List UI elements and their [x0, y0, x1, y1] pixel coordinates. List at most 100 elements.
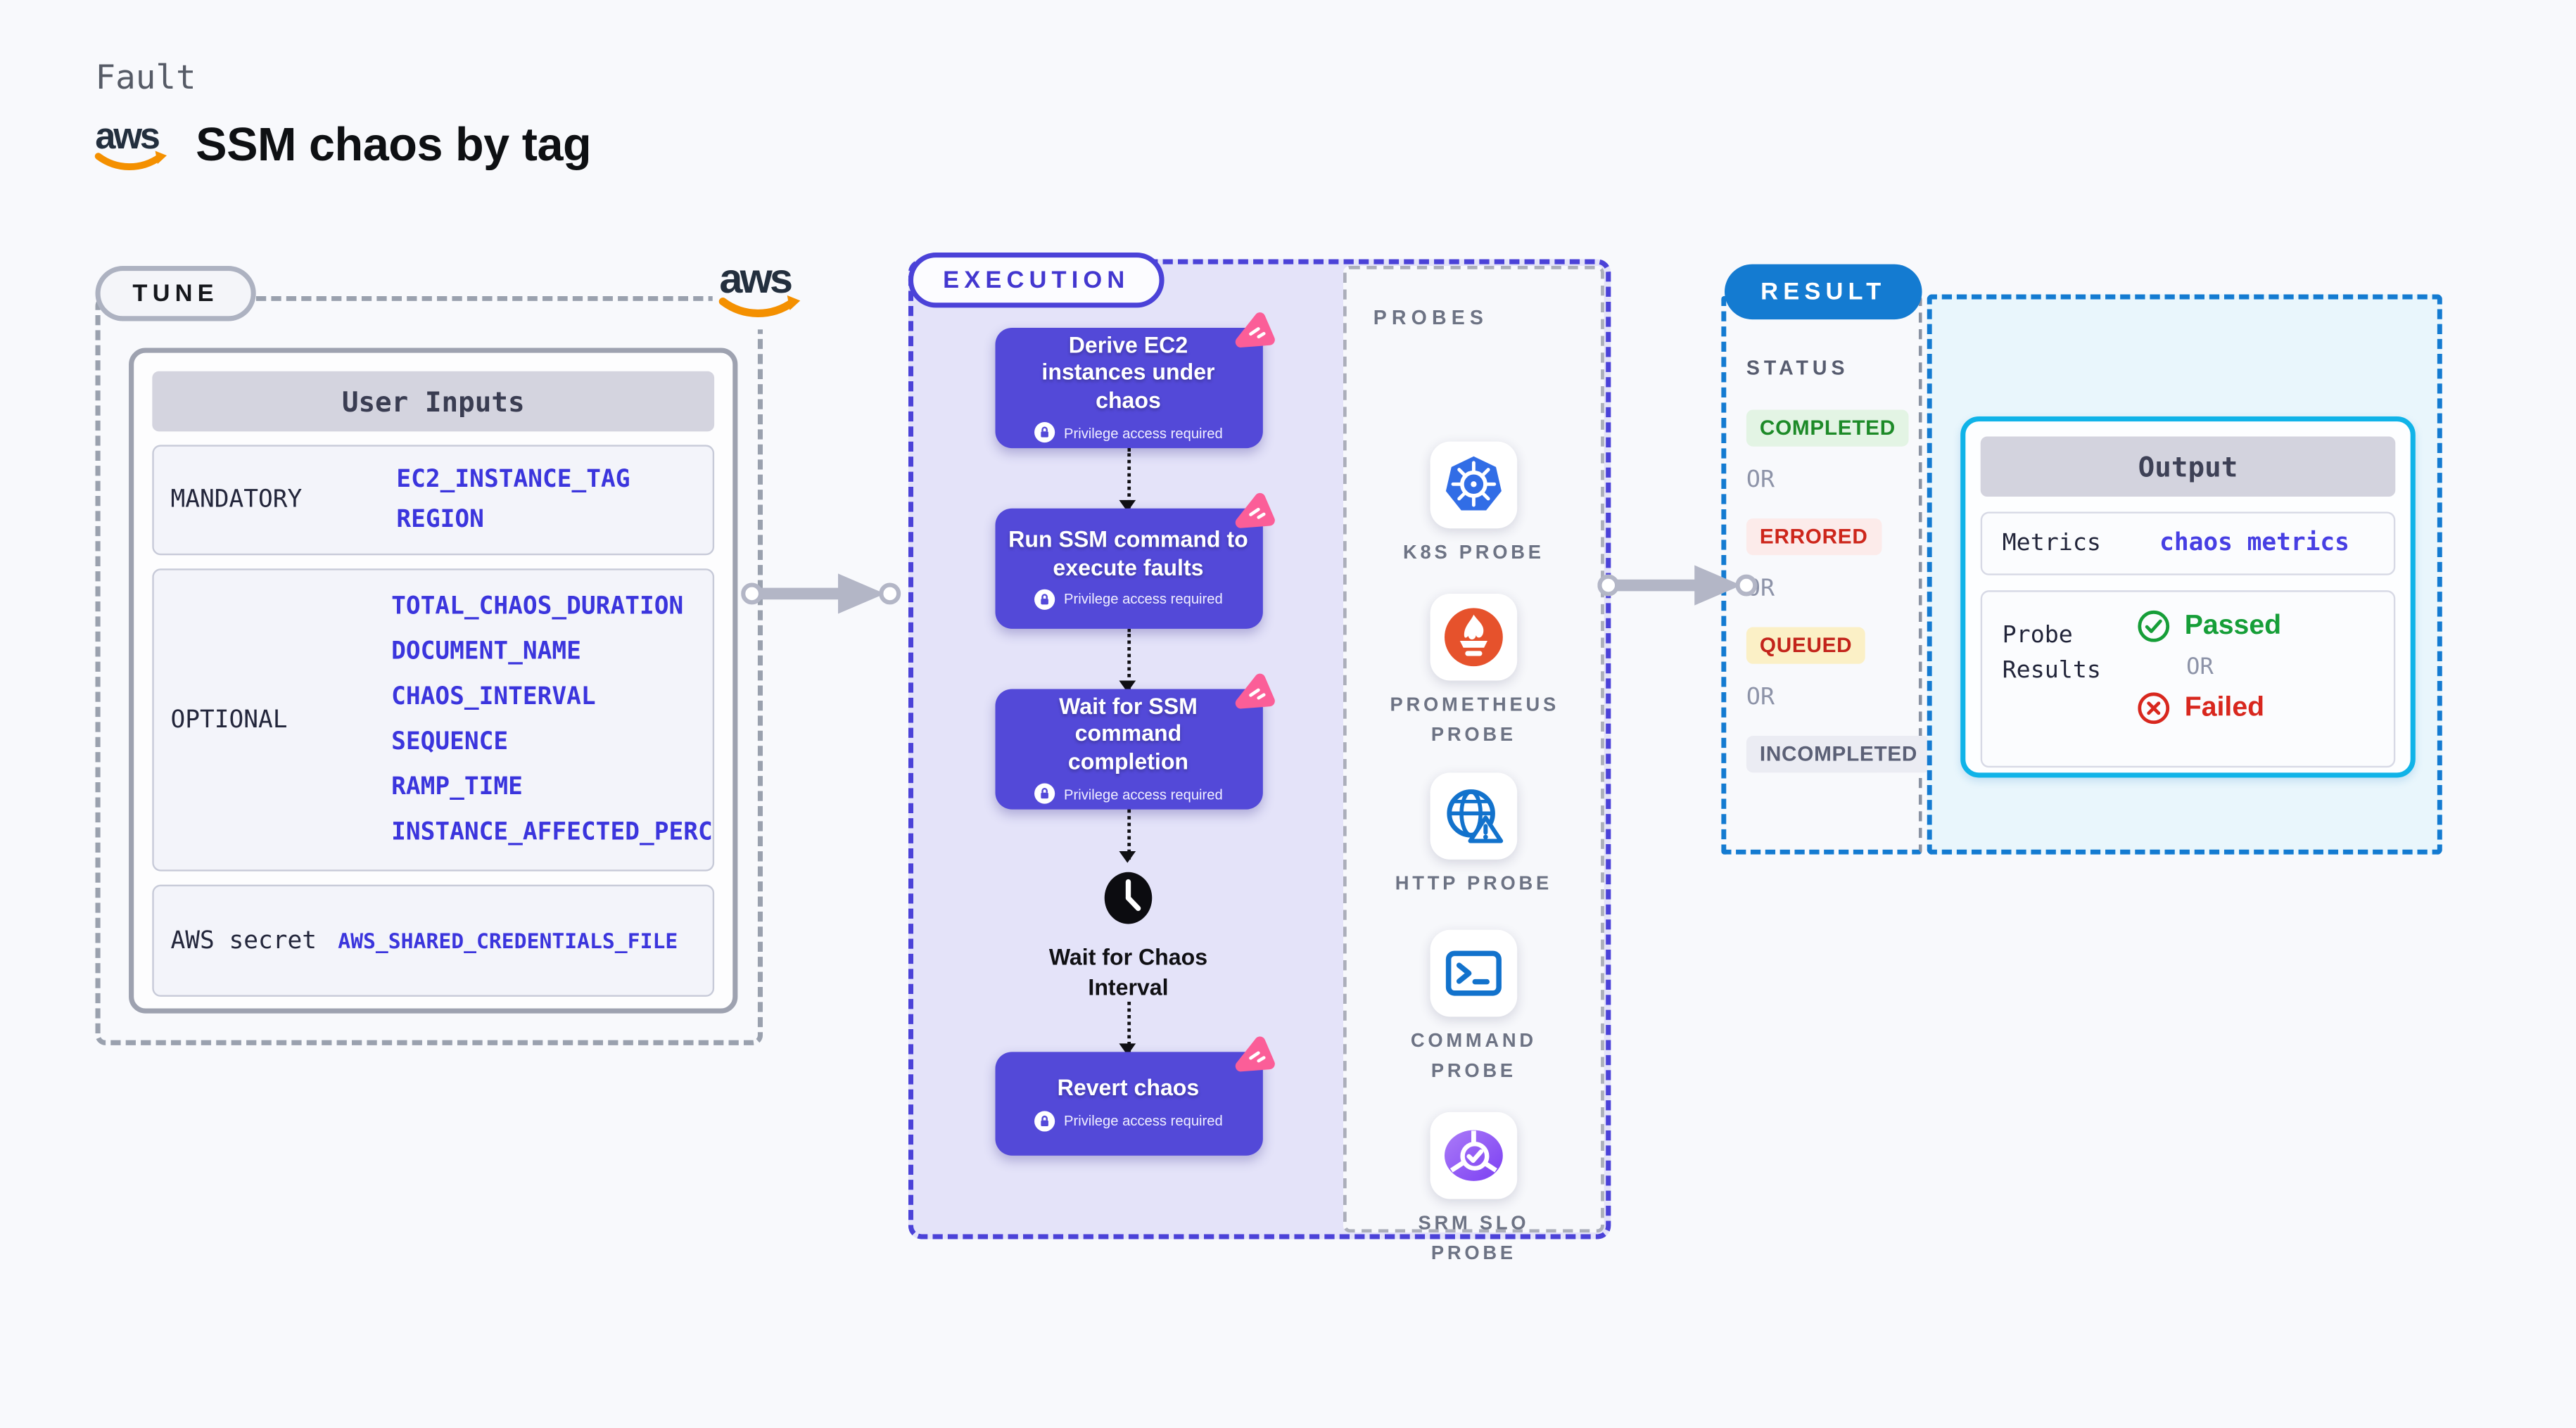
fault-eyebrow-label: Fault [95, 56, 196, 97]
probe-result-failed: Failed [2136, 691, 2281, 726]
privilege-note: Privilege access required [1034, 783, 1223, 805]
probe-label: COMMAND PROBE [1410, 1031, 1537, 1082]
clock-icon [1103, 869, 1155, 935]
execution-section-box: Derive EC2 instances under chaos Privile… [908, 259, 1611, 1264]
result-output-zone: Output Metrics chaos metrics Probe Resul… [1927, 294, 2442, 855]
row-label: OPTIONAL [170, 706, 288, 734]
execution-flow: Derive EC2 instances under chaos Privile… [913, 312, 1343, 1156]
table-row-mandatory: MANDATORY EC2_INSTANCE_TAG REGION [152, 445, 715, 556]
probes-panel: PROBES [1343, 265, 1604, 1264]
chaos-fault-icon [1234, 673, 1274, 709]
x-circle-icon [2138, 692, 2170, 725]
dotted-arrow-down [1119, 628, 1136, 693]
input-variable: EC2_INSTANCE_TAG [396, 466, 630, 494]
status-heading: STATUS [1746, 356, 1849, 380]
step-card-revert-chaos: Revert chaos Privilege access required [994, 1036, 1274, 1156]
output-header: Output [1980, 436, 2396, 497]
dotted-arrow-down [1119, 1002, 1136, 1056]
step-title: Derive EC2 instances under chaos [1041, 332, 1215, 413]
step-title: Revert chaos [1057, 1076, 1200, 1102]
wait-for-chaos-interval-label: Wait for Chaos Interval [1048, 945, 1208, 1000]
probe-item-command: COMMAND PROBE [1347, 929, 1601, 1088]
privilege-note: Privilege access required [1034, 1110, 1223, 1132]
probe-label: HTTP PROBE [1395, 874, 1553, 895]
flow-arrow-execution-to-result [1597, 565, 1758, 606]
page-title-row: aws SSM chaos by tag [94, 114, 592, 177]
chaos-fault-icon [1234, 312, 1274, 348]
execution-pill: EXECUTION [908, 252, 1165, 308]
probe-item-srm-slo: SRM SLO PROBE [1347, 1111, 1601, 1270]
step-card-wait-ssm: Wait for SSM command completion Privileg… [994, 673, 1274, 810]
input-variable: DOCUMENT_NAME [391, 638, 581, 665]
check-circle-icon [2138, 610, 2170, 642]
status-badge-errored: ERRORED [1746, 518, 1882, 556]
step-title: Run SSM command to execute faults [1008, 526, 1248, 580]
status-badge-queued: QUEUED [1746, 627, 1866, 664]
terminal-icon [1430, 929, 1518, 1017]
input-variable: CHAOS_INTERVAL [391, 684, 596, 711]
row-label: AWS secret [170, 927, 317, 955]
aws-logo-text: aws [95, 115, 159, 157]
probe-label: K8S PROBE [1402, 543, 1544, 564]
or-separator: OR [1746, 466, 1775, 494]
user-inputs-table: User Inputs MANDATORY EC2_INSTANCE_TAG R… [129, 348, 738, 1014]
privilege-note-text: Privilege access required [1064, 1112, 1223, 1130]
table-row-optional: OPTIONAL TOTAL_CHAOS_DURATION DOCUMENT_N… [152, 568, 715, 872]
metrics-label: Metrics [2002, 529, 2101, 556]
input-variable: RAMP_TIME [391, 774, 523, 802]
metrics-value: chaos metrics [2159, 530, 2349, 557]
http-globe-icon [1430, 772, 1518, 860]
probes-heading: PROBES [1373, 306, 1489, 330]
lock-icon [1034, 783, 1055, 805]
aws-logo-text: aws [719, 255, 792, 302]
metrics-row: Metrics chaos metrics [1980, 511, 2396, 575]
page-title: SSM chaos by tag [196, 118, 592, 171]
probe-results-label: Probe Results [2002, 622, 2101, 684]
output-card: Output Metrics chaos metrics Probe Resul… [1960, 416, 2416, 778]
privilege-note-text: Privilege access required [1064, 785, 1223, 803]
dotted-arrow-down [1119, 809, 1136, 863]
kubernetes-icon [1430, 441, 1518, 529]
input-variable: REGION [396, 506, 484, 534]
user-inputs-header: User Inputs [152, 371, 715, 432]
probe-item-http: HTTP PROBE [1347, 772, 1601, 901]
probe-result-passed: Passed [2136, 608, 2281, 644]
input-variable: SEQUENCE [391, 729, 509, 756]
result-pill: RESULT [1724, 264, 1922, 320]
flow-arrow-tune-to-execution [741, 573, 901, 614]
status-badge-completed: COMPLETED [1746, 409, 1909, 447]
or-separator: OR [2186, 654, 2214, 681]
chaos-fault-icon [1234, 1036, 1274, 1072]
aws-corner-icon: aws [712, 249, 810, 330]
privilege-note: Privilege access required [1034, 589, 1223, 611]
input-variable: INSTANCE_AFFECTED_PERC [391, 820, 713, 847]
failed-label: Failed [2184, 692, 2265, 722]
privilege-note-text: Privilege access required [1064, 591, 1223, 608]
row-label: MANDATORY [170, 486, 303, 514]
passed-label: Passed [2184, 610, 2282, 641]
lock-icon [1034, 422, 1055, 443]
lock-icon [1034, 589, 1055, 610]
lock-icon [1034, 1111, 1055, 1132]
or-separator: OR [1746, 684, 1775, 711]
chaos-fault-icon [1234, 492, 1274, 528]
or-separator: OR [1746, 575, 1775, 602]
input-variable: TOTAL_CHAOS_DURATION [391, 592, 684, 620]
privilege-note-text: Privilege access required [1064, 424, 1223, 441]
status-badge-incompleted: INCOMPLETED [1746, 736, 1931, 773]
aws-logo-icon: aws [94, 114, 170, 177]
step-card-run-ssm: Run SSM command to execute faults Privil… [994, 492, 1274, 629]
input-variable: AWS_SHARED_CREDENTIALS_FILE [338, 928, 678, 954]
dotted-arrow-down [1119, 448, 1136, 512]
step-title: Wait for SSM command completion [1059, 694, 1198, 774]
table-row-aws-secret: AWS secret AWS_SHARED_CREDENTIALS_FILE [152, 884, 715, 997]
tune-section-box [95, 295, 763, 1045]
prometheus-icon [1430, 593, 1518, 681]
result-status-box: STATUS COMPLETED OR ERRORED OR QUEUED OR… [1721, 295, 1931, 855]
probe-label: SRM SLO PROBE [1418, 1213, 1530, 1264]
privilege-note: Privilege access required [1034, 422, 1223, 444]
srm-slo-icon [1430, 1111, 1518, 1199]
probe-label: PROMETHEUS PROBE [1390, 695, 1560, 746]
probe-item-k8s: K8S PROBE [1347, 441, 1601, 570]
